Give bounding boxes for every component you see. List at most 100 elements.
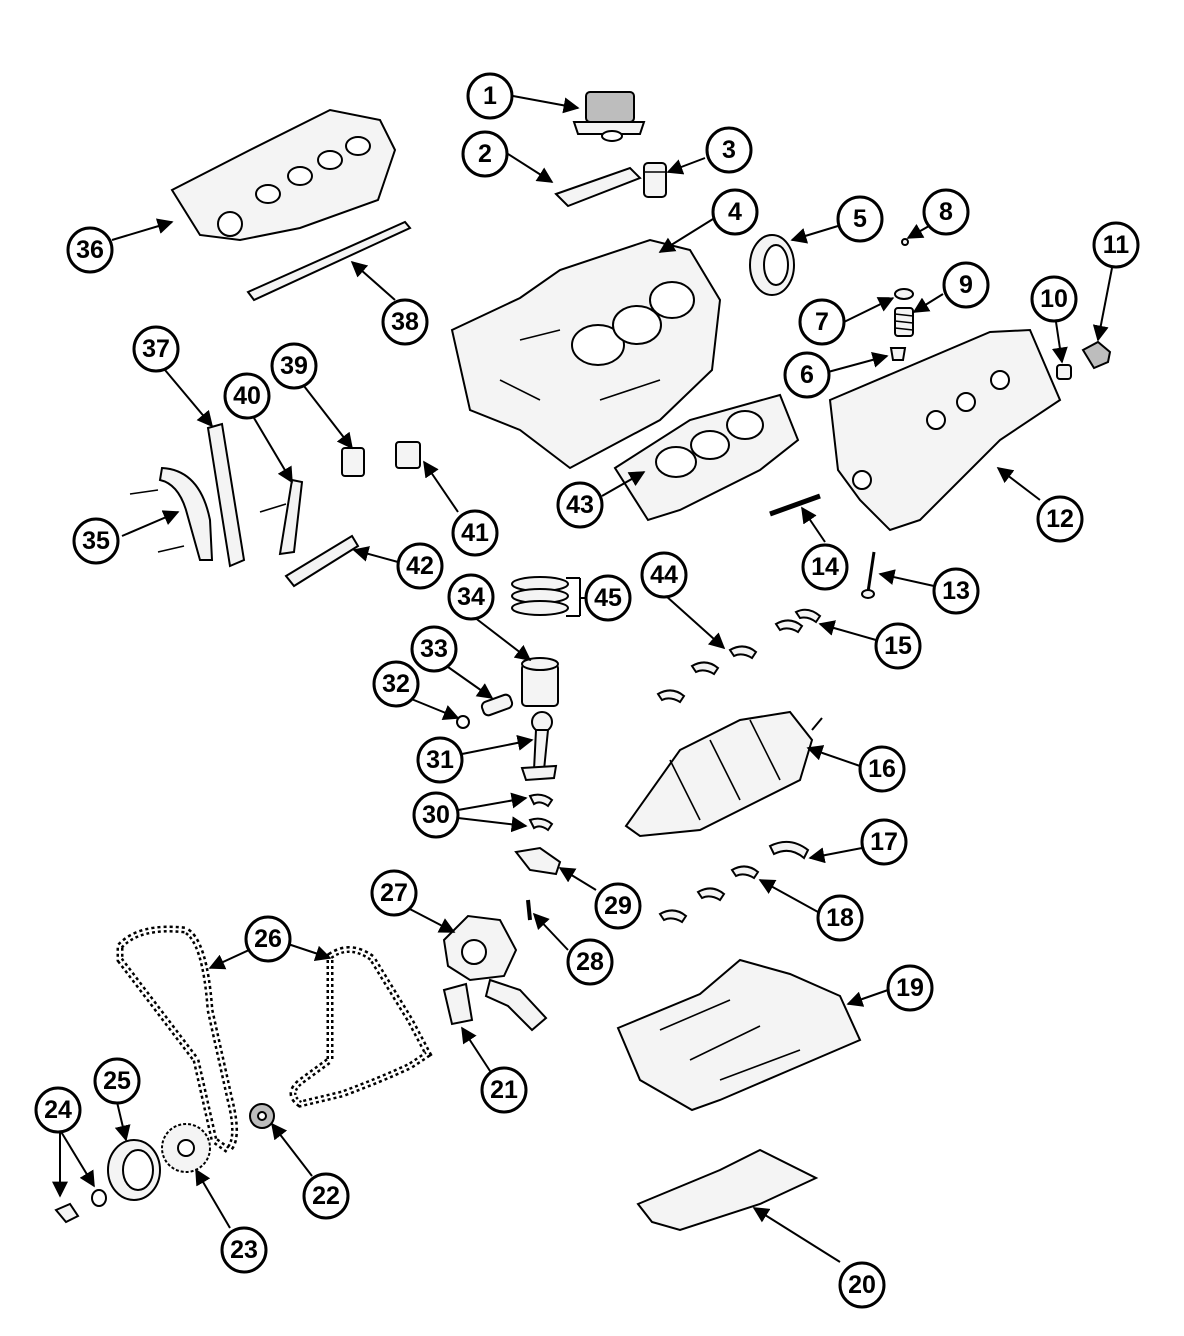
main-bearings-lower-part <box>658 840 810 924</box>
svg-text:23: 23 <box>230 1236 258 1264</box>
callout-15[interactable]: 15 <box>874 622 922 670</box>
callout-30[interactable]: 30 <box>412 791 460 839</box>
callout-35[interactable]: 35 <box>72 517 120 565</box>
svg-text:19: 19 <box>896 974 924 1002</box>
svg-text:36: 36 <box>76 236 104 264</box>
svg-text:29: 29 <box>604 892 632 920</box>
svg-text:28: 28 <box>576 948 604 976</box>
callout-37[interactable]: 37 <box>132 325 180 373</box>
leader-lines <box>52 95 1113 1263</box>
callout-8[interactable]: 8 <box>922 188 970 236</box>
engine-block-part <box>450 238 722 470</box>
callout-9[interactable]: 9 <box>942 261 990 309</box>
svg-text:41: 41 <box>461 519 489 547</box>
callout-6[interactable]: 6 <box>783 351 831 399</box>
callout-28[interactable]: 28 <box>566 938 614 986</box>
svg-text:44: 44 <box>650 561 678 589</box>
svg-text:43: 43 <box>566 491 594 519</box>
rocker-arm-part <box>1081 340 1112 370</box>
callout-17[interactable]: 17 <box>860 818 908 866</box>
piston-pin-part <box>480 693 514 717</box>
callout-44[interactable]: 44 <box>640 551 688 599</box>
callout-25[interactable]: 25 <box>93 1057 141 1105</box>
callout-13[interactable]: 13 <box>932 567 980 615</box>
callout-4[interactable]: 4 <box>711 188 759 236</box>
callout-1[interactable]: 1 <box>466 72 514 120</box>
timing-chains-part <box>116 925 433 1155</box>
callout-43[interactable]: 43 <box>556 481 604 529</box>
chain-tensioner-part <box>341 447 365 477</box>
callout-22[interactable]: 22 <box>302 1172 350 1220</box>
svg-text:45: 45 <box>594 584 622 612</box>
svg-text:16: 16 <box>868 755 896 783</box>
svg-text:22: 22 <box>312 1182 340 1210</box>
callout-38[interactable]: 38 <box>381 298 429 346</box>
callout-36[interactable]: 36 <box>66 226 114 274</box>
callout-27[interactable]: 27 <box>370 869 418 917</box>
svg-text:3: 3 <box>722 136 736 164</box>
svg-text:30: 30 <box>422 801 450 829</box>
callout-24[interactable]: 24 <box>34 1086 82 1134</box>
callout-3[interactable]: 3 <box>705 126 753 174</box>
callout-5[interactable]: 5 <box>836 195 884 243</box>
callout-12[interactable]: 12 <box>1036 495 1084 543</box>
callout-40[interactable]: 40 <box>223 372 271 420</box>
callout-29[interactable]: 29 <box>594 882 642 930</box>
lower-chain-guide-part <box>284 534 360 588</box>
callout-23[interactable]: 23 <box>220 1226 268 1274</box>
valve-cover-gasket-part <box>246 220 412 302</box>
callout-18[interactable]: 18 <box>816 894 864 942</box>
valve-keeper-part <box>901 238 909 246</box>
callout-10[interactable]: 10 <box>1030 275 1078 323</box>
callout-42[interactable]: 42 <box>396 542 444 590</box>
svg-text:25: 25 <box>103 1067 131 1095</box>
svg-text:4: 4 <box>728 198 742 226</box>
oil-pump-part <box>442 914 518 982</box>
lash-adjuster-part <box>1056 364 1072 380</box>
lower-crankcase-part <box>616 958 862 1112</box>
svg-text:14: 14 <box>811 553 839 581</box>
callout-14[interactable]: 14 <box>801 543 849 591</box>
callout-45[interactable]: 45 <box>584 574 632 622</box>
head-gasket-part <box>613 393 800 522</box>
oil-filter-part <box>643 162 667 198</box>
callout-41[interactable]: 41 <box>451 509 499 557</box>
svg-text:10: 10 <box>1040 285 1068 313</box>
cylinder-head-right-part <box>828 328 1062 532</box>
main-bearings-upper-part <box>656 608 822 704</box>
rear-main-seal-part <box>749 234 795 296</box>
callout-32[interactable]: 32 <box>372 660 420 708</box>
svg-text:42: 42 <box>406 552 434 580</box>
svg-text:20: 20 <box>848 1271 876 1299</box>
callout-2[interactable]: 2 <box>461 130 509 178</box>
callout-19[interactable]: 19 <box>886 964 934 1012</box>
callout-20[interactable]: 20 <box>838 1261 886 1309</box>
callout-33[interactable]: 33 <box>410 625 458 673</box>
callout-7[interactable]: 7 <box>798 298 846 346</box>
svg-text:9: 9 <box>959 271 973 299</box>
callout-34[interactable]: 34 <box>447 573 495 621</box>
oil-pan-baffle-part <box>636 1148 819 1232</box>
valve-spring-part <box>894 307 914 337</box>
piston-part <box>521 657 559 707</box>
svg-text:27: 27 <box>380 879 408 907</box>
callout-31[interactable]: 31 <box>416 736 464 784</box>
rod-cap-part <box>514 846 562 876</box>
svg-text:38: 38 <box>391 308 419 336</box>
rod-bearing-lower-part <box>528 817 554 832</box>
svg-text:2: 2 <box>478 140 492 168</box>
head-bolt-part <box>769 493 821 517</box>
svg-text:33: 33 <box>420 635 448 663</box>
callout-11[interactable]: 11 <box>1092 221 1140 269</box>
callout-39[interactable]: 39 <box>270 342 318 390</box>
callout-21[interactable]: 21 <box>480 1066 528 1114</box>
svg-text:24: 24 <box>44 1096 72 1124</box>
callout-16[interactable]: 16 <box>858 745 906 793</box>
svg-text:37: 37 <box>142 335 170 363</box>
chain-tensioner-2-part <box>395 441 421 469</box>
connecting-rod-part <box>520 711 558 782</box>
svg-text:15: 15 <box>884 632 912 660</box>
svg-text:35: 35 <box>82 527 110 555</box>
callout-26[interactable]: 26 <box>244 915 292 963</box>
valve-retainer-part <box>894 288 914 300</box>
